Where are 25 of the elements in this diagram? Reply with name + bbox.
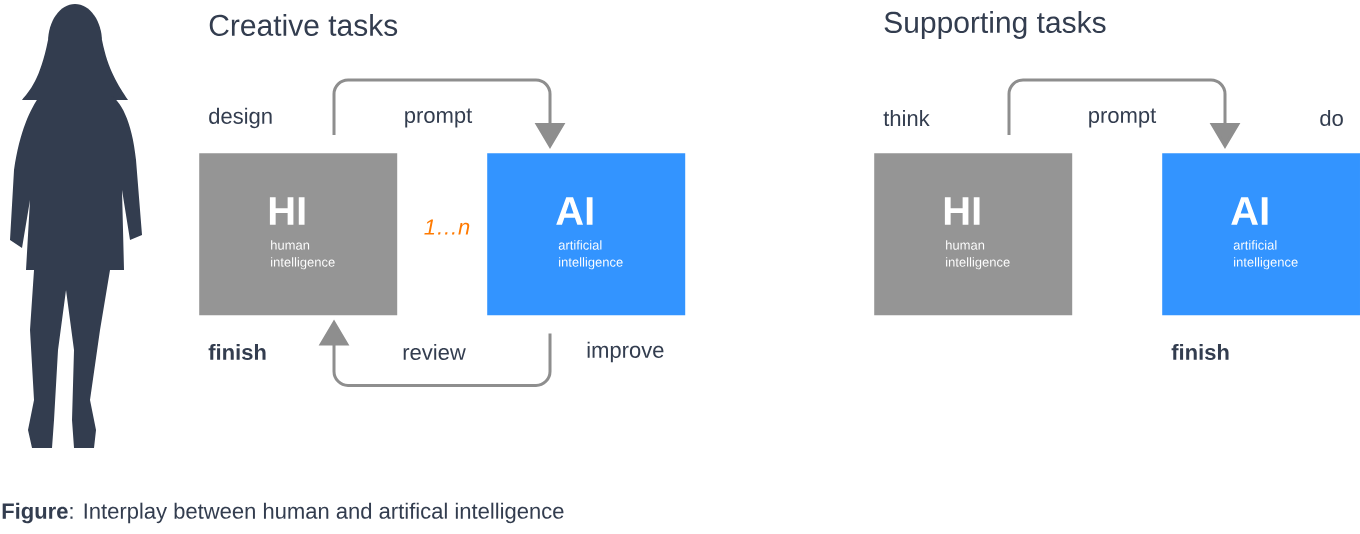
process-box <box>199 153 398 316</box>
caption: Figure: Interplay between human and artifical intelligence <box>2 502 564 524</box>
box-subtitle: human intelligence <box>271 240 335 270</box>
edge-label: prompt <box>1086 107 1158 129</box>
heading: Supporting tasks <box>884 11 1106 39</box>
text-label: think <box>883 109 930 127</box>
process-box <box>1162 153 1360 316</box>
text-label: design <box>209 107 272 129</box>
process-box <box>874 153 1073 316</box>
text-label: finish <box>208 343 266 361</box>
process-box <box>487 153 686 316</box>
box-title: HI <box>944 197 980 225</box>
box-title: AI <box>1231 197 1268 225</box>
iteration-label: 1…n <box>424 219 470 235</box>
edge-label: prompt <box>402 107 474 129</box>
box-title: AI <box>556 197 593 225</box>
heading: Creative tasks <box>209 14 398 36</box>
text-label: finish <box>1171 343 1229 361</box>
edge-label: review <box>401 342 467 362</box>
text-label: improve <box>587 341 664 363</box>
box-subtitle: artificial intelligence <box>1233 240 1298 270</box>
box-title: HI <box>269 197 305 225</box>
box-subtitle: artificial intelligence <box>558 240 623 270</box>
text-label: do <box>1320 109 1343 127</box>
box-subtitle: human intelligence <box>946 240 1010 270</box>
